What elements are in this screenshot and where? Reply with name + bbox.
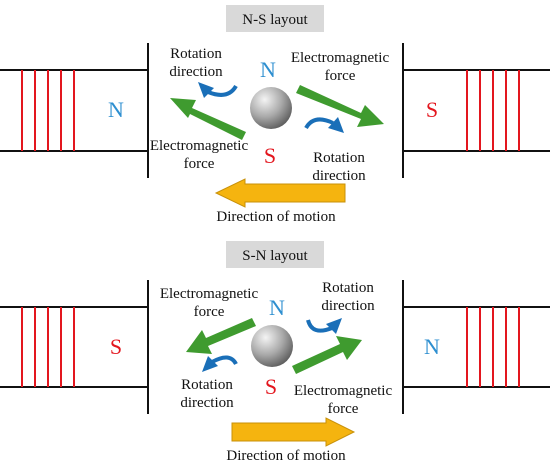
ns-em-label-top-1: Electromagnetic — [291, 50, 390, 66]
ns-motion-arrow — [214, 178, 346, 208]
sn-em-label-top-1: Electromagnetic — [160, 286, 259, 302]
ns-em-force-arrow-right — [296, 85, 384, 127]
ns-left-electromagnet: N — [0, 43, 149, 178]
ns-em-label-bottom-2: force — [184, 156, 215, 172]
ns-layout-title: N-S layout — [242, 12, 308, 28]
sn-rotation-label-top-2: direction — [321, 298, 375, 314]
sn-em-force-arrow-right — [292, 336, 362, 374]
sn-ball — [251, 325, 293, 367]
ns-em-label-bottom-1: Electromagnetic — [150, 138, 249, 154]
ns-right-pole-label: S — [426, 97, 438, 122]
sn-layout-title-box — [226, 241, 324, 268]
ns-rotation-label-top-2: direction — [169, 64, 223, 80]
sn-em-force-arrow-left — [186, 318, 256, 354]
ns-left-pole-label: N — [108, 97, 124, 122]
sn-motion-arrow — [231, 417, 356, 447]
ns-ball-top-pole: N — [260, 57, 276, 82]
ns-right-coil — [466, 70, 520, 151]
ns-motion-label: Direction of motion — [216, 209, 336, 225]
sn-rotation-label-bottom-2: direction — [180, 395, 234, 411]
sn-ball-bottom-pole: S — [265, 374, 277, 399]
sn-left-coil — [21, 307, 75, 387]
ns-ball — [250, 87, 292, 129]
sn-left-electromagnet: S — [0, 280, 149, 414]
ns-rotation-arrow-bottom — [304, 117, 344, 133]
sn-layout-panel: S-N layout S — [0, 241, 550, 464]
ns-layout-panel: N-S layout N — [0, 5, 550, 225]
ns-left-coil — [21, 70, 75, 151]
sn-layout-title: S-N layout — [242, 248, 308, 264]
ns-layout-title-box — [226, 5, 324, 32]
ns-em-force-arrow-left — [170, 98, 246, 140]
sn-right-coil — [466, 307, 520, 387]
sn-right-electromagnet: N — [402, 280, 550, 414]
sn-em-label-bottom-1: Electromagnetic — [294, 383, 393, 399]
ns-rotation-label-top-1: Rotation — [170, 46, 222, 62]
sn-em-label-bottom-2: force — [328, 401, 359, 417]
ns-ball-bottom-pole: S — [264, 143, 276, 168]
ns-rotation-label-bottom-1: Rotation — [313, 150, 365, 166]
ns-rotation-arrow-top — [198, 82, 238, 98]
sn-rotation-label-bottom-1: Rotation — [181, 377, 233, 393]
ns-em-label-top-2: force — [325, 68, 356, 84]
sn-left-pole-label: S — [110, 334, 122, 359]
sn-rotation-arrow-top — [306, 318, 342, 334]
ns-rotation-label-bottom-2: direction — [312, 168, 366, 184]
sn-rotation-label-top-1: Rotation — [322, 280, 374, 296]
ns-right-electromagnet: S — [402, 43, 550, 178]
sn-motion-label: Direction of motion — [226, 448, 346, 464]
sn-ball-top-pole: N — [269, 295, 285, 320]
sn-em-label-top-2: force — [194, 304, 225, 320]
sn-rotation-arrow-bottom — [202, 355, 238, 372]
sn-right-pole-label: N — [424, 334, 440, 359]
